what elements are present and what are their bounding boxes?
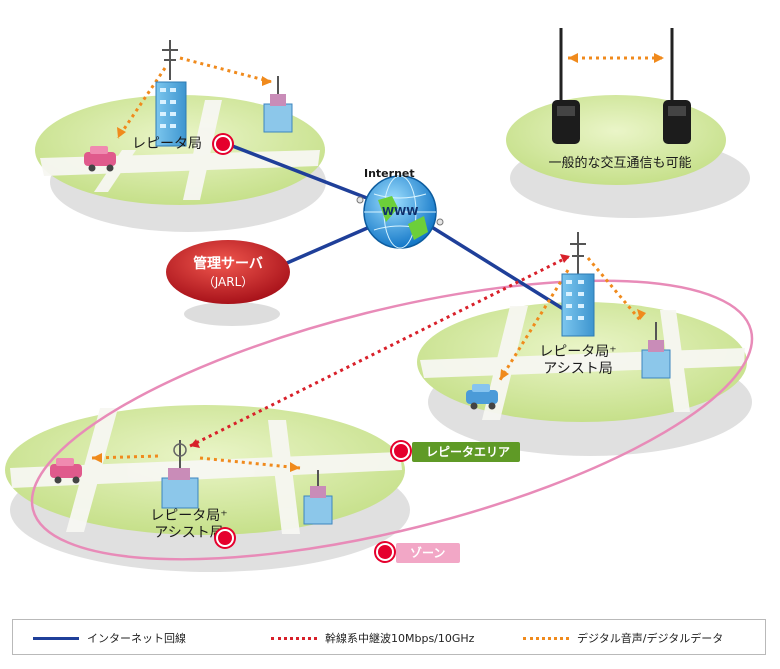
digital-lines <box>91 56 664 470</box>
internet-globe-icon <box>356 175 444 249</box>
legend-digital-swatch <box>523 636 569 640</box>
www-label: WWW <box>382 205 419 218</box>
legend-digital-label: デジタル音声/デジタルデータ <box>577 632 724 645</box>
small-tower-right <box>641 322 671 379</box>
zone-marker <box>376 543 394 561</box>
handheld-radio-left <box>552 28 580 144</box>
car-top-left <box>84 146 116 172</box>
trunk-arrowhead-top <box>560 254 570 263</box>
car-right <box>466 384 498 410</box>
repeater-assist-left-line1: レピータ局⁺ <box>150 508 228 524</box>
car-left <box>50 458 82 484</box>
repeater-assist-left-marker <box>216 529 234 547</box>
repeater-assist-left <box>161 440 199 509</box>
small-tower-top-left <box>263 76 293 133</box>
small-tower-left <box>303 470 333 525</box>
internet-lines <box>220 140 567 312</box>
legend-trunk-swatch <box>271 636 317 640</box>
trunk-arrowhead-bottom <box>190 439 200 448</box>
handheld-caption: 一般的な交互通信も可能 <box>548 156 692 171</box>
legend-trunk-label: 幹線系中継波10Mbps/10GHz <box>325 632 475 645</box>
internet-label: Internet <box>364 167 415 180</box>
shadow-server <box>184 302 280 326</box>
management-server-icon <box>166 240 290 304</box>
legend: インターネット回線 幹線系中継波10Mbps/10GHz デジタル音声/デジタル… <box>12 619 766 655</box>
repeater-assist-right-line1: レピータ局⁺ <box>539 344 617 360</box>
repeater-tower-right <box>561 232 595 337</box>
repeater-tower-top-left <box>155 40 187 147</box>
server-name-label: 管理サーバ <box>193 256 263 272</box>
trunk-relay-line <box>189 254 571 448</box>
digital-arrowheads <box>92 53 664 472</box>
legend-item-trunk: 幹線系中継波10Mbps/10GHz <box>271 620 474 656</box>
legend-internet-swatch <box>33 636 79 640</box>
legend-item-digital: デジタル音声/デジタルデータ <box>523 620 723 656</box>
legend-internet-label: インターネット回線 <box>87 632 186 645</box>
zone-outline <box>30 279 754 561</box>
repeater-assist-right-line2: アシスト局 <box>543 361 613 377</box>
zone-tag: ゾーン <box>396 543 460 563</box>
legend-item-internet: インターネット回線 <box>33 620 186 656</box>
server-org-label: （JARL） <box>202 275 254 289</box>
repeater-top-marker <box>214 135 232 153</box>
handheld-radio-right <box>663 28 691 144</box>
repeater-top-label: レピータ局 <box>132 136 202 152</box>
repeater-area-tag: レピータエリア <box>412 442 521 462</box>
repeater-assist-left-line2: アシスト局 <box>154 525 224 541</box>
repeater-area-marker <box>392 442 410 460</box>
